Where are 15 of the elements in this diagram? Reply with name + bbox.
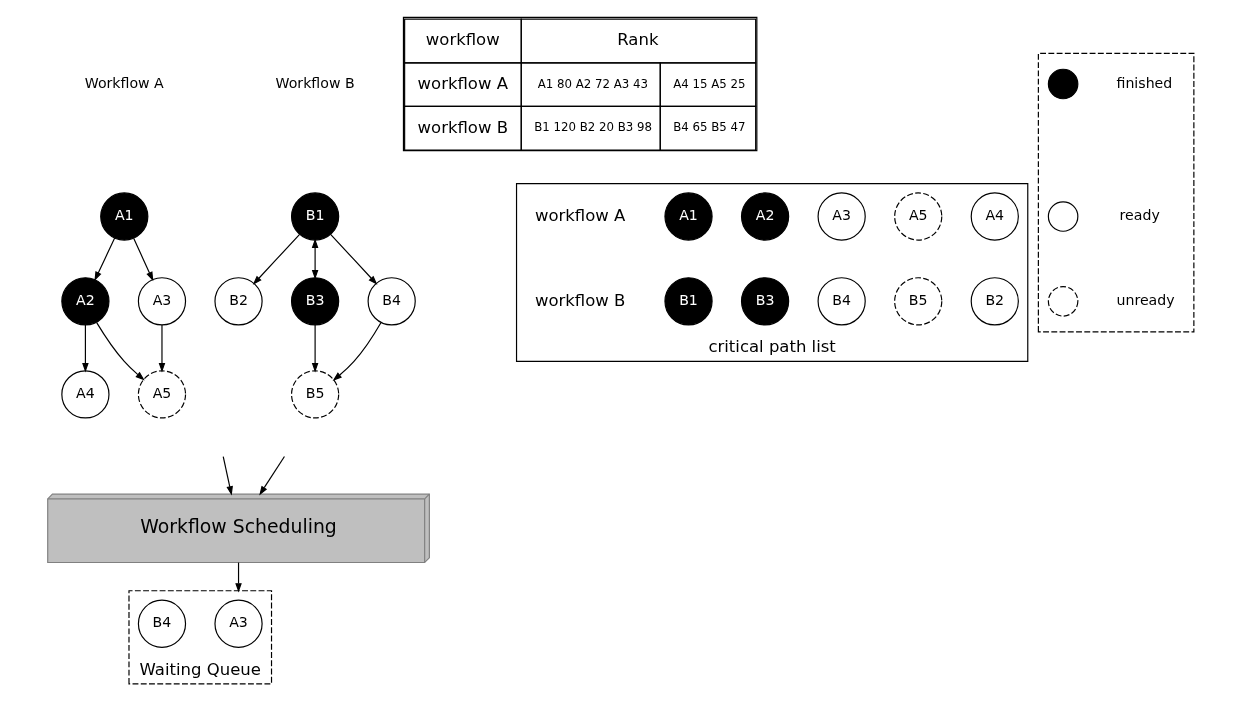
label: Workflow A (84, 74, 164, 91)
label: workflow A (534, 205, 625, 225)
legend-label: ready (1119, 207, 1160, 224)
label: Rank (616, 30, 658, 50)
legend-label: finished (1116, 74, 1172, 91)
label: A4 15 A5 25 (672, 76, 745, 91)
label: B4 65 B5 47 (672, 120, 745, 135)
label: Workflow B (275, 74, 355, 91)
label: workflow B (534, 290, 625, 310)
label: B1 120 B2 20 B3 98 (533, 120, 652, 135)
label: workflow (425, 30, 500, 50)
label: workflow A (417, 73, 508, 93)
legend-label: unready (1116, 291, 1175, 308)
label: workflow B (417, 117, 508, 137)
label: A1 80 A2 72 A3 43 (537, 76, 648, 91)
